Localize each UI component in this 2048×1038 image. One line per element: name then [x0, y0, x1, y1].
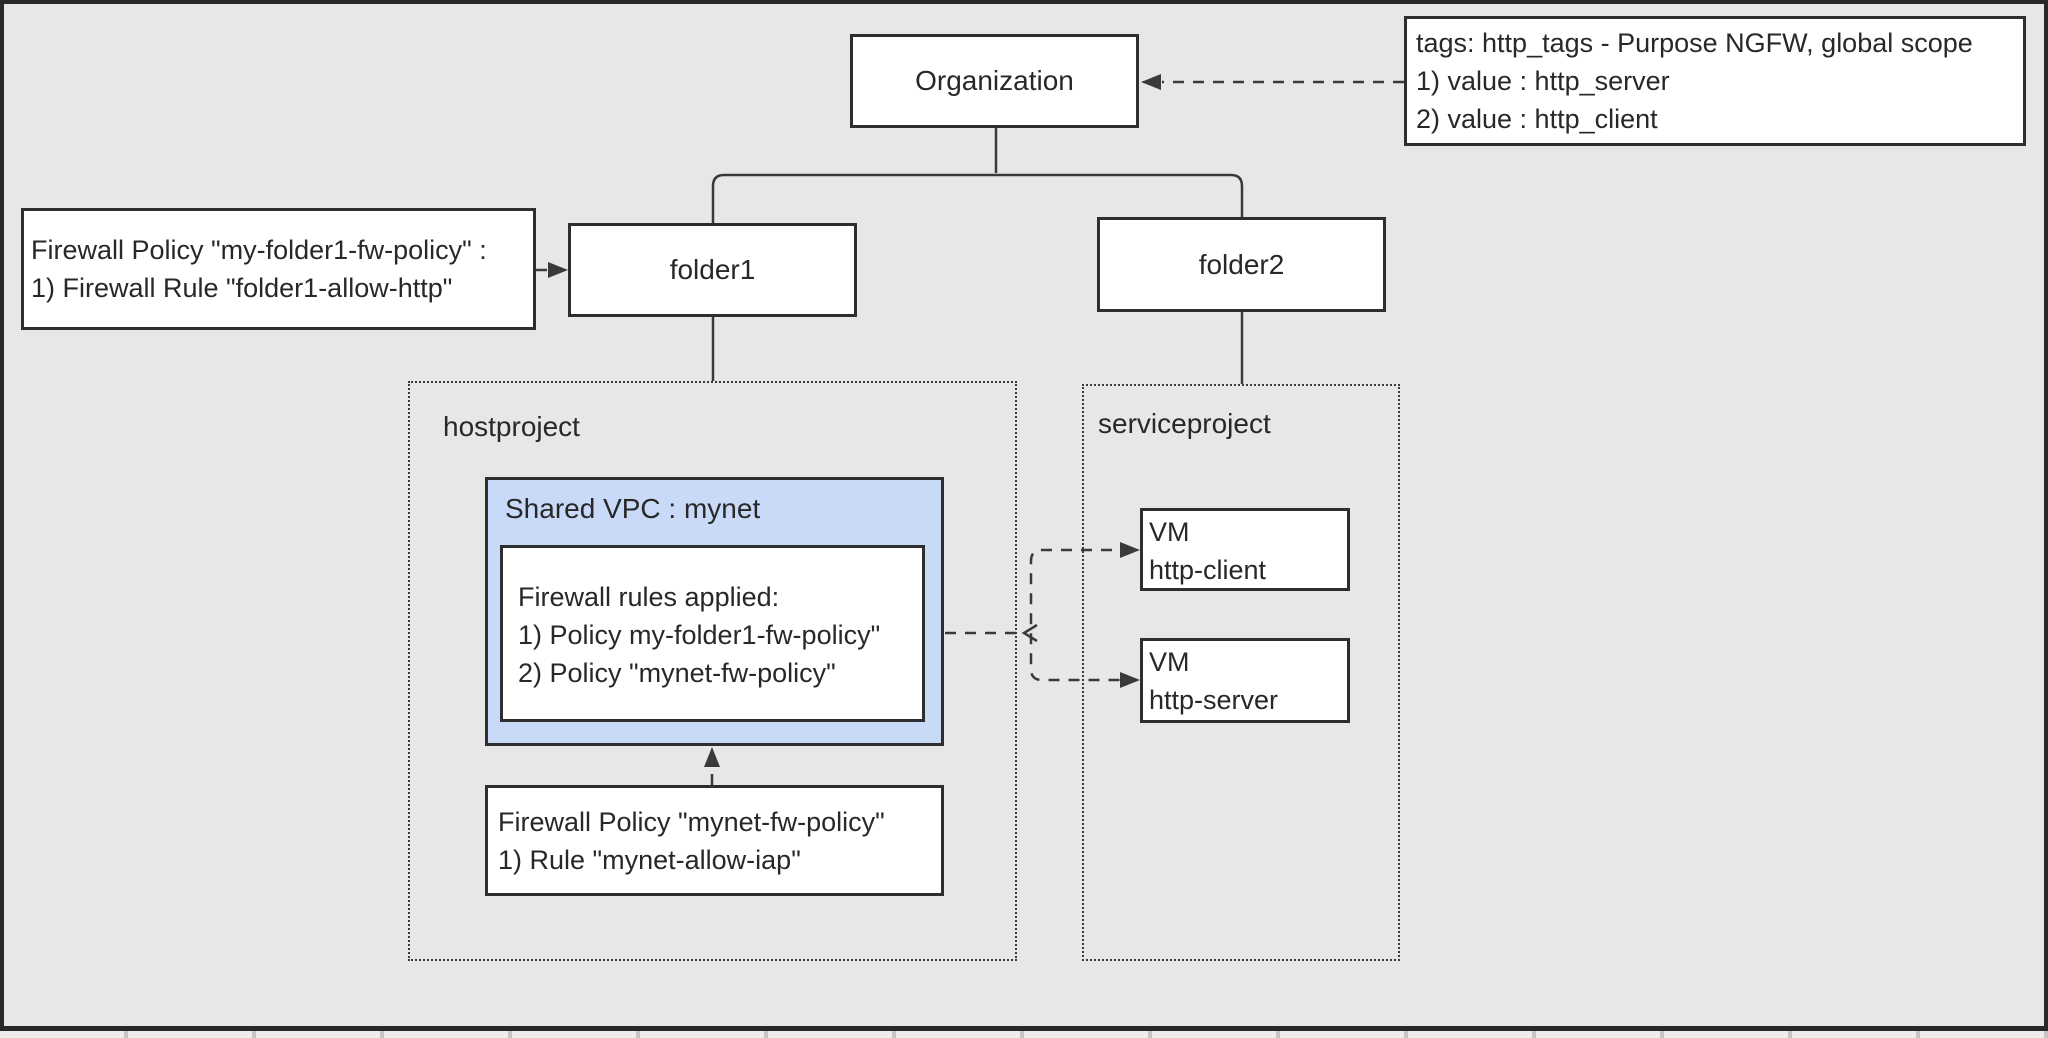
organization-node: Organization — [850, 34, 1139, 128]
organization-label: Organization — [915, 65, 1074, 96]
mynet-policy-note: Firewall Policy "mynet-fw-policy" 1) Rul… — [485, 785, 944, 896]
vpc-rules-line: 2) Policy "mynet-fw-policy" — [518, 658, 836, 688]
arrowhead-into-vm-server — [1120, 672, 1140, 688]
arrowhead-into-vpc — [704, 747, 720, 767]
edge-organization-folders — [711, 173, 1244, 223]
vm-http-client-name: http-client — [1149, 555, 1267, 585]
org-tags-line: 2) value : http_client — [1416, 104, 1658, 134]
hostproject-container — [408, 381, 1017, 961]
arrowhead-junction-chevron — [1021, 623, 1038, 643]
mynet-policy-line: Firewall Policy "mynet-fw-policy" — [498, 806, 885, 837]
vpc-rules-line: Firewall rules applied: — [518, 582, 780, 612]
canvas-grid-edge — [0, 1031, 2048, 1038]
folder1-policy-note: Firewall Policy "my-folder1-fw-policy" :… — [21, 208, 536, 330]
mynet-policy-line: 1) Rule "mynet-allow-iap" — [498, 844, 801, 875]
folder1-policy-line: 1) Firewall Rule "folder1-allow-http" — [31, 273, 453, 303]
folder1-node: folder1 — [568, 223, 857, 317]
arrowhead-into-vm-client — [1120, 542, 1140, 558]
serviceproject-container — [1082, 384, 1400, 961]
org-tags-note: tags: http_tags - Purpose NGFW, global s… — [1404, 16, 2026, 146]
folder2-node: folder2 — [1097, 217, 1386, 312]
hostproject-label: hostproject — [443, 411, 580, 442]
vpc-rules-line: 1) Policy my-folder1-fw-policy" — [518, 620, 881, 650]
vm-http-client-node: VM http-client — [1140, 508, 1350, 591]
arrowhead-into-folder1 — [548, 262, 568, 278]
vm-http-client-type: VM — [1149, 517, 1190, 547]
arrowhead-into-organization — [1141, 74, 1161, 90]
folder1-policy-line: Firewall Policy "my-folder1-fw-policy" : — [31, 235, 487, 265]
serviceproject-label: serviceproject — [1098, 408, 1271, 439]
folder2-label: folder2 — [1198, 248, 1285, 280]
vpc-rules-note: Firewall rules applied: 1) Policy my-fol… — [500, 545, 925, 722]
vm-http-server-node: VM http-server — [1140, 638, 1350, 723]
edge-junction-vms — [1029, 548, 1132, 682]
shared-vpc-label: Shared VPC : mynet — [505, 493, 761, 524]
org-tags-line: 1) value : http_server — [1416, 66, 1670, 96]
vm-http-server-type: VM — [1149, 647, 1190, 677]
folder1-label: folder1 — [669, 254, 756, 285]
org-tags-line: tags: http_tags - Purpose NGFW, global s… — [1416, 28, 1973, 58]
vm-http-server-name: http-server — [1149, 685, 1279, 715]
